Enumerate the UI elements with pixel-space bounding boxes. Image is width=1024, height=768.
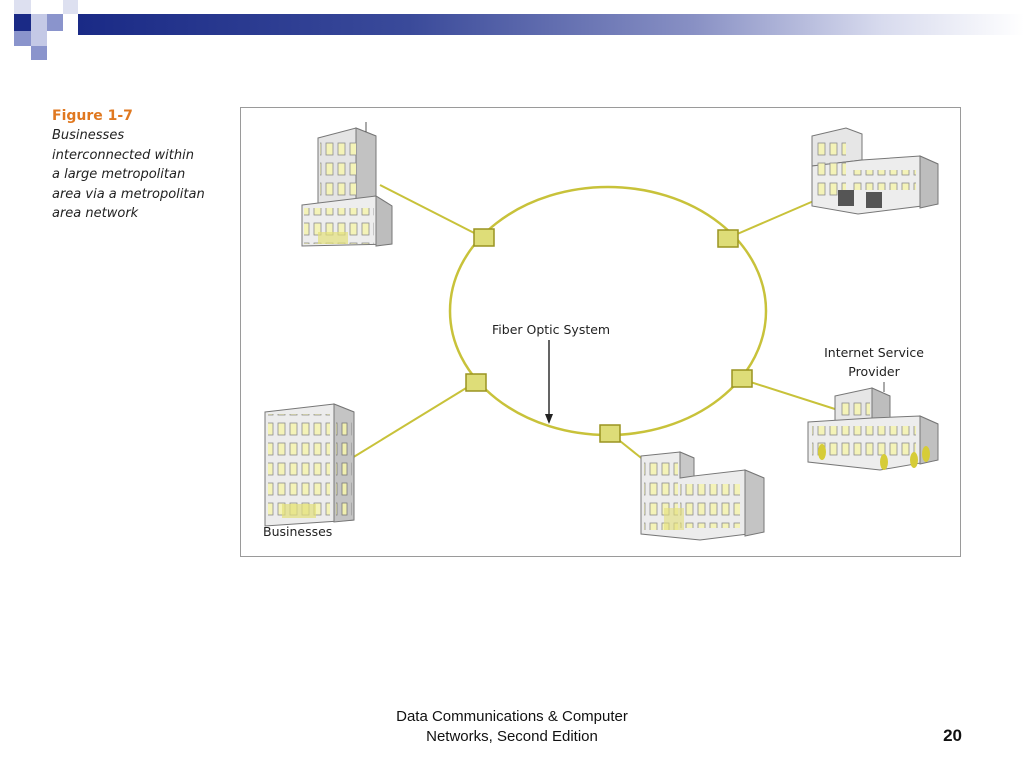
header-square-mid bbox=[14, 31, 31, 46]
figure-caption-line: area network bbox=[52, 206, 139, 221]
header-square-mid bbox=[31, 46, 47, 60]
isp-building-icon bbox=[807, 382, 939, 471]
isp-label: Internet Service bbox=[824, 345, 924, 360]
network-node bbox=[473, 228, 495, 247]
header-square-navy bbox=[14, 14, 31, 31]
page-number: 20 bbox=[943, 726, 962, 745]
building-icon bbox=[640, 451, 765, 541]
network-node bbox=[599, 424, 621, 443]
header-square-lighter bbox=[63, 0, 78, 14]
figure-caption-line: interconnected within bbox=[52, 147, 194, 163]
businesses-label: Businesses bbox=[263, 524, 332, 539]
figure-label: Figure 1-7 bbox=[52, 108, 133, 124]
footer-line: Data Communications & Computer bbox=[396, 708, 628, 725]
link-line bbox=[740, 378, 839, 411]
fiber-optic-ring bbox=[448, 185, 768, 437]
header-square-mid bbox=[47, 14, 63, 31]
network-node bbox=[465, 373, 487, 392]
link-line bbox=[379, 184, 485, 239]
footer-title: Data Communications & Computer Networks,… bbox=[360, 707, 664, 747]
isp-label: Provider bbox=[848, 364, 900, 379]
building-icon bbox=[811, 127, 939, 215]
building-icon bbox=[301, 122, 393, 247]
building-icon bbox=[264, 403, 355, 527]
fiber-optic-label: Fiber Optic System bbox=[492, 322, 610, 337]
header-gradient-bar bbox=[78, 14, 1024, 35]
figure-frame bbox=[240, 107, 961, 557]
figure-caption-block: Figure 1-7 Businesses interconnected wit… bbox=[52, 106, 232, 224]
link-line bbox=[351, 381, 477, 459]
figure-caption-line: area via a metropolitan bbox=[52, 186, 205, 202]
header-square-light bbox=[31, 14, 47, 31]
link-line bbox=[727, 199, 817, 239]
footer-line: Networks, Second Edition bbox=[426, 728, 598, 745]
figure-caption-line: Businesses bbox=[52, 128, 125, 143]
arrow-head-icon bbox=[545, 414, 553, 424]
header-square-light bbox=[31, 31, 47, 46]
header-square-lighter bbox=[14, 0, 31, 14]
network-node bbox=[717, 229, 739, 248]
network-node bbox=[731, 369, 753, 388]
figure-caption-line: a large metropolitan bbox=[52, 167, 186, 182]
